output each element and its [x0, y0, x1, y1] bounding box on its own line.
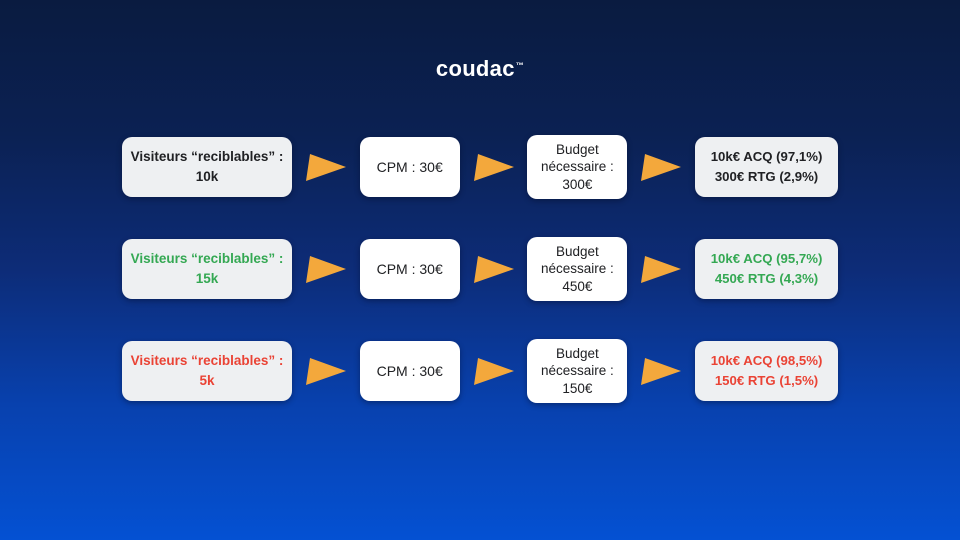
result-box: 10k€ ACQ (95,7%) 450€ RTG (4,3%) [695, 239, 839, 299]
arrow-right-icon [305, 357, 346, 385]
flow-row-downside-5k: Visiteurs “reciblables” : 5k CPM : 30€ B… [122, 339, 839, 403]
cpm-box: CPM : 30€ [359, 341, 460, 401]
visitors-label: Visiteurs “reciblables” : [130, 353, 284, 369]
budget-label-1: Budget [555, 142, 599, 158]
budget-value: 300€ [562, 176, 593, 192]
arrow-cell [292, 355, 360, 388]
arrow-cell [627, 151, 695, 184]
visitors-value: 5k [199, 373, 215, 388]
result-acq: 10k€ ACQ (97,1%) [710, 149, 823, 165]
result-rtg: 450€ RTG (4,3%) [714, 271, 819, 286]
arrow-right-icon [641, 153, 682, 181]
budget-box: Budget nécessaire : 300€ [527, 135, 628, 199]
result-acq: 10k€ ACQ (98,5%) [710, 353, 823, 369]
flow-row-upside-15k: Visiteurs “reciblables” : 15k CPM : 30€ … [122, 237, 839, 301]
arrow-cell [460, 355, 528, 388]
result-box: 10k€ ACQ (98,5%) 150€ RTG (1,5%) [695, 341, 839, 401]
budget-value: 450€ [562, 278, 593, 294]
brand-logo: coudac™ [0, 56, 960, 82]
result-acq: 10k€ ACQ (95,7%) [710, 251, 823, 267]
visitors-box: Visiteurs “reciblables” : 15k [122, 239, 292, 299]
arrow-cell [292, 253, 360, 286]
arrow-cell [627, 355, 695, 388]
visitors-value: 10k [195, 169, 219, 184]
result-box: 10k€ ACQ (97,1%) 300€ RTG (2,9%) [695, 137, 839, 197]
arrow-right-icon [305, 153, 346, 181]
budget-box: Budget nécessaire : 150€ [527, 339, 628, 403]
result-rtg: 300€ RTG (2,9%) [714, 169, 819, 184]
budget-label-2: nécessaire : [540, 261, 614, 277]
visitors-label: Visiteurs “reciblables” : [130, 251, 284, 267]
arrow-right-icon [641, 255, 682, 283]
arrow-cell [627, 253, 695, 286]
arrow-cell [460, 253, 528, 286]
cpm-box: CPM : 30€ [359, 239, 460, 299]
budget-label-2: nécessaire : [540, 159, 614, 175]
budget-box: Budget nécessaire : 450€ [527, 237, 628, 301]
budget-value: 150€ [562, 380, 593, 396]
brand-logo-text: coudac [435, 56, 515, 81]
budget-label-2: nécessaire : [540, 363, 614, 379]
cpm-value: CPM : 30€ [376, 158, 443, 175]
arrow-right-icon [641, 357, 682, 385]
arrow-right-icon [473, 153, 514, 181]
cpm-value: CPM : 30€ [376, 260, 443, 277]
arrow-right-icon [305, 255, 346, 283]
budget-label-1: Budget [555, 346, 599, 362]
flow-rows: Visiteurs “reciblables” : 10k CPM : 30€ … [122, 135, 839, 441]
result-rtg: 150€ RTG (1,5%) [714, 373, 819, 388]
cpm-box: CPM : 30€ [359, 137, 460, 197]
visitors-box: Visiteurs “reciblables” : 10k [122, 137, 292, 197]
arrow-cell [292, 151, 360, 184]
visitors-label: Visiteurs “reciblables” : [130, 149, 284, 165]
cpm-value: CPM : 30€ [376, 362, 443, 379]
trademark-symbol: ™ [515, 60, 525, 70]
arrow-right-icon [473, 255, 514, 283]
arrow-cell [460, 151, 528, 184]
flow-row-baseline-10k: Visiteurs “reciblables” : 10k CPM : 30€ … [122, 135, 839, 199]
budget-label-1: Budget [555, 244, 599, 260]
arrow-right-icon [473, 357, 514, 385]
visitors-value: 15k [195, 271, 219, 286]
visitors-box: Visiteurs “reciblables” : 5k [122, 341, 292, 401]
